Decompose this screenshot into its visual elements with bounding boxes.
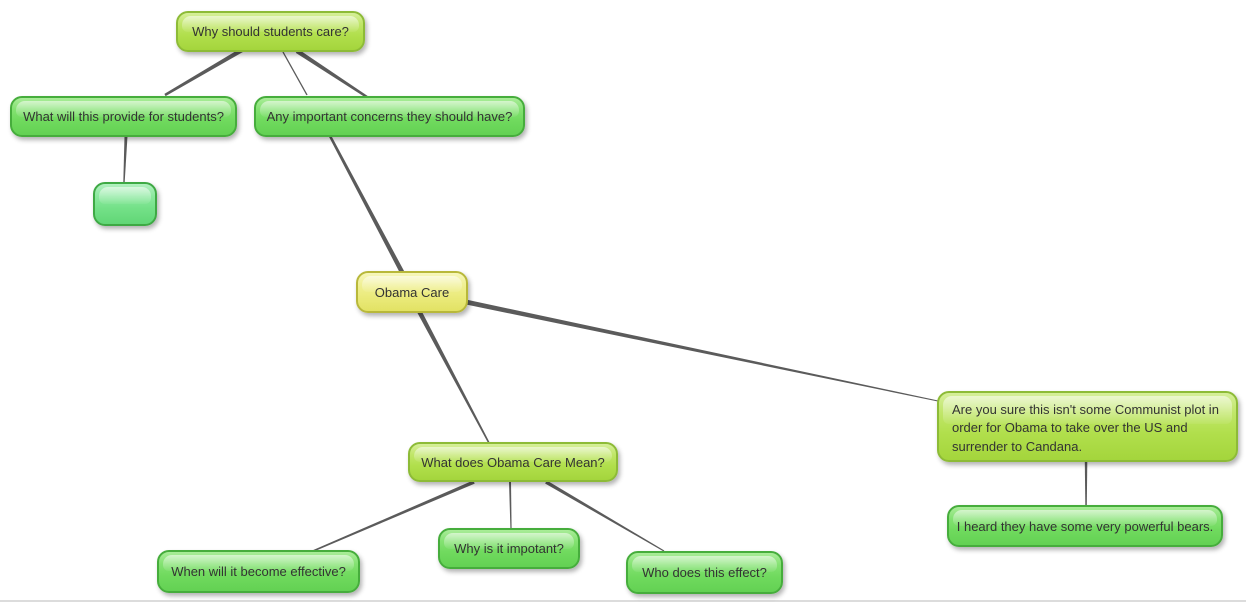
node-label: Are you sure this isn't some Communist p… [952,402,1219,454]
mindmap-node-communist-plot[interactable]: Are you sure this isn't some Communist p… [937,391,1238,462]
node-label: Why is it impotant? [454,541,564,556]
mindmap-node-who-does-effect[interactable]: Who does this effect? [626,551,783,594]
mindmap-node-when-effective[interactable]: When will it become effective? [157,550,360,593]
connector-line-communist-plot--powerful-bears [1084,462,1088,505]
connector-line-why-students-care--provide-for-students [164,48,244,97]
connector-line-what-does-it-mean--why-impotant [509,482,512,528]
node-label: Who does this effect? [642,565,767,580]
connector-line-important-concerns--obama-care [328,135,404,274]
connector-line-provide-for-students--empty-bubble [123,135,128,182]
node-label: When will it become effective? [171,564,346,579]
connector-line-why-students-care--important-concerns [295,49,368,98]
mindmap-node-why-students-care[interactable]: Why should students care? [176,11,365,52]
connector-line-obama-care--communist-plot [465,299,939,402]
node-label: What does Obama Care Mean? [421,454,605,470]
mindmap-node-what-does-it-mean[interactable]: What does Obama Care Mean? [408,442,618,482]
node-label: What will this provide for students? [23,109,224,124]
mindmap-node-important-concerns[interactable]: Any important concerns they should have? [254,96,525,137]
mindmap-node-obama-care[interactable]: Obama Care [356,271,468,313]
connector-line-why-students-care--important-concerns [282,51,308,96]
connector-line-obama-care--what-does-it-mean [417,309,490,444]
node-label: Any important concerns they should have? [266,109,513,124]
node-label: I heard they have some very powerful bea… [956,518,1214,534]
mindmap-node-empty-bubble[interactable] [93,182,157,226]
canvas-bottom-border [0,600,1246,602]
mindmap-node-provide-for-students[interactable]: What will this provide for students? [10,96,237,137]
mindmap-node-powerful-bears[interactable]: I heard they have some very powerful bea… [947,505,1223,547]
mindmap-node-why-impotant[interactable]: Why is it impotant? [438,528,580,569]
node-label: Obama Care [374,284,450,300]
node-label: Why should students care? [192,24,349,39]
